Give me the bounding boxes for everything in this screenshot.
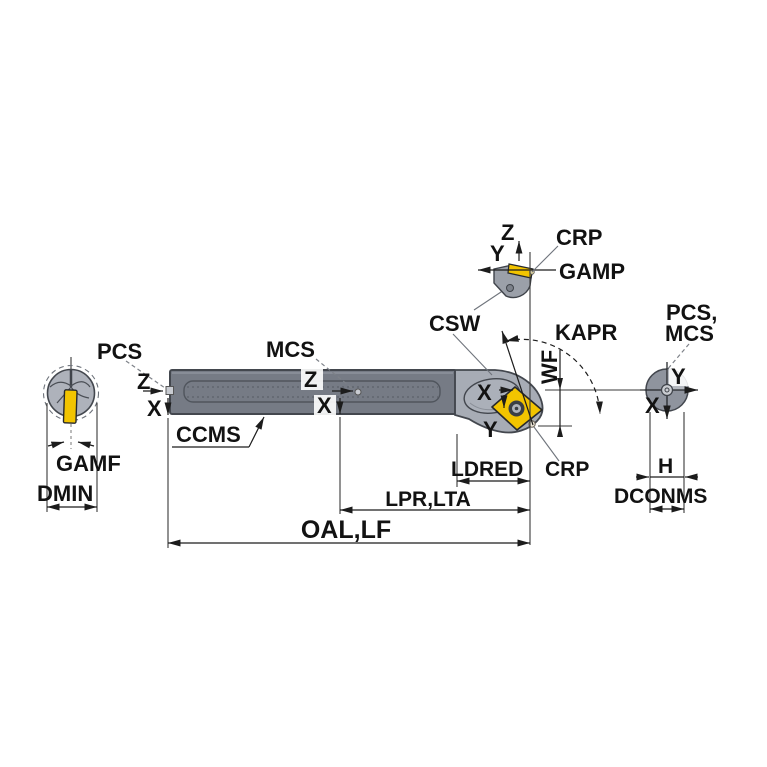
insert-screw-center	[514, 406, 519, 411]
label-ccms: CCMS	[176, 422, 241, 447]
bottom-dimensions: LDRED LPR,LTA OAL,LF	[167, 417, 530, 548]
label-gamf: GAMF	[56, 451, 121, 476]
label-bg-y-right	[669, 366, 689, 386]
axis-z-top: Z	[501, 220, 514, 245]
back-end-view: PCS, MCS Y X H DCONMS	[614, 300, 717, 513]
clamp-screw-top	[506, 284, 514, 292]
label-dconms: DCONMS	[614, 485, 707, 508]
label-wf: WF	[537, 350, 562, 384]
mcs-leader	[315, 358, 354, 390]
label-dmin: DMIN	[37, 481, 93, 506]
insert-front	[62, 389, 78, 424]
crp-top-leader	[531, 245, 559, 273]
mcs-origin-marker	[354, 388, 362, 396]
label-crp-top: CRP	[556, 225, 602, 250]
label-csw: CSW	[429, 311, 481, 336]
label-mcs: MCS	[266, 337, 315, 362]
wf-arrow-top	[557, 378, 563, 390]
kapr-arc	[505, 335, 603, 415]
axis-z-left: Z	[137, 369, 150, 394]
label-oal-lf: OAL,LF	[301, 516, 391, 544]
label-pcs-mcs-2: MCS	[665, 321, 714, 346]
label-gamp: GAMP	[559, 259, 625, 284]
axis-y-right: Y	[671, 364, 686, 389]
label-kapr: KAPR	[555, 320, 617, 345]
axis-x-right: X	[645, 393, 660, 418]
label-bg-x-mid	[314, 395, 336, 415]
pcs-mcs-leader	[665, 343, 690, 372]
pcs-origin-marker	[165, 386, 174, 395]
axis-y-top: Y	[490, 241, 505, 266]
axis-y-head: Y	[483, 417, 498, 442]
csw-leader-head	[452, 333, 493, 376]
label-bg-z-mid	[301, 369, 323, 390]
center-hole-inner	[664, 387, 670, 393]
cutting-geometry: KAPR WF CRP	[501, 252, 644, 545]
axis-z-mid: Z	[304, 367, 317, 392]
insert-top-view: Z Y CRP GAMP	[478, 220, 625, 299]
axis-x-left: X	[147, 396, 162, 421]
ccms-leader	[248, 416, 265, 448]
label-crp-bottom: CRP	[545, 458, 589, 481]
axis-x-head: X	[477, 380, 492, 405]
label-ldred: LDRED	[451, 458, 523, 481]
label-lpr-lta: LPR,LTA	[385, 488, 471, 511]
dmin-circle	[42, 364, 100, 422]
gamf-arrow-left	[47, 441, 65, 449]
center-hole	[660, 383, 674, 397]
axis-x-mid: X	[317, 393, 332, 418]
pcs-leader	[125, 360, 166, 389]
label-pcs: PCS	[97, 339, 142, 364]
wf-arrow-bottom	[557, 425, 563, 437]
head-profile-lines	[49, 381, 91, 404]
main-view: PCS Z X CCMS MCS Z X CSW X Y	[97, 271, 544, 448]
crp-bottom-leader	[533, 426, 560, 462]
gamf-arrow-right	[77, 441, 95, 449]
label-pcs-mcs-1: PCS,	[666, 300, 717, 325]
label-h: H	[658, 455, 673, 478]
front-end-view: GAMF DMIN	[37, 357, 121, 512]
